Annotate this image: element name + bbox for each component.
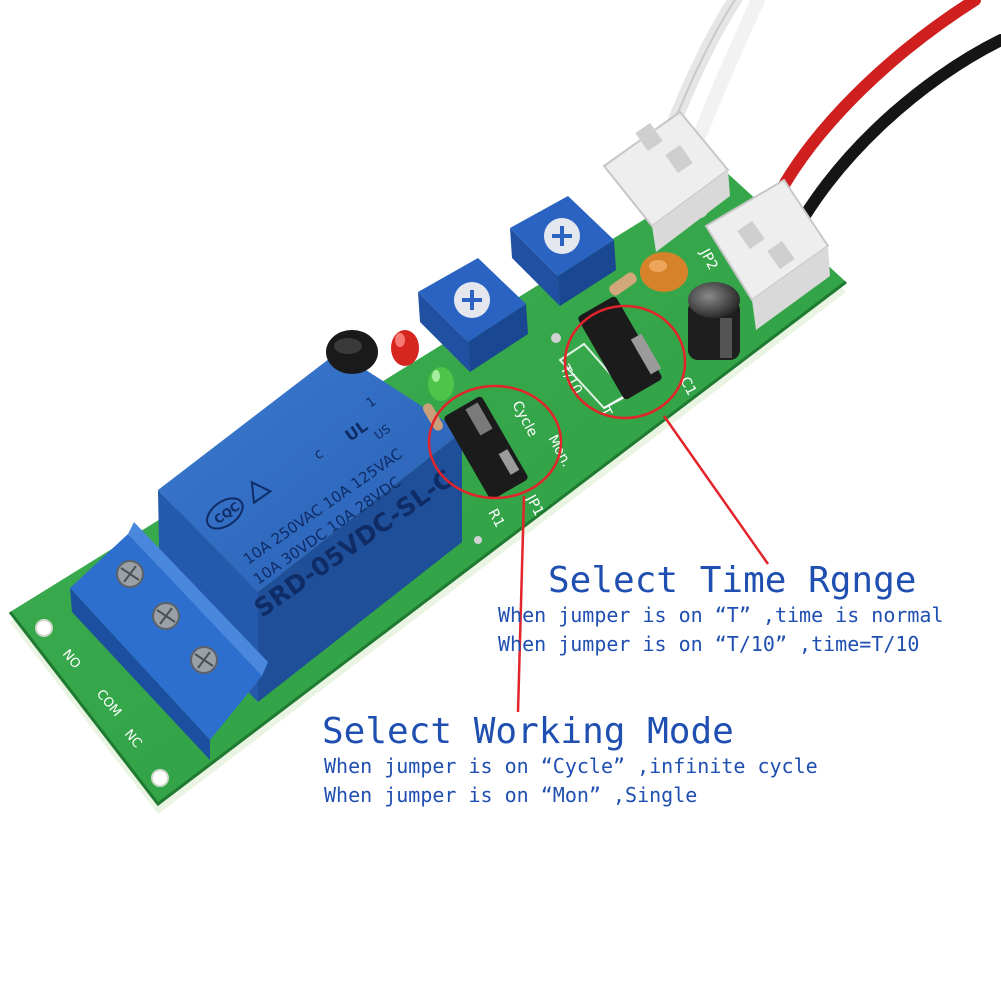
screw-terminal-block (70, 522, 268, 760)
relay: CQC 10A 250VAC 10A 125VAC 10A 30VDC 10A … (158, 352, 462, 702)
time-jumper-callout-ring (563, 304, 687, 420)
mounting-hole (35, 619, 53, 637)
working-mode-callout: Select Working Mode When jumper is on “C… (322, 712, 818, 810)
jst-connector (602, 110, 730, 252)
potentiometer (510, 196, 616, 306)
time-range-line-2: When jumper is on “T/10” ,time=T/10 (498, 632, 920, 656)
time-range-line-1: When jumper is on “T” ,time is normal (498, 603, 944, 627)
time-pointer-line (662, 415, 770, 565)
potentiometer (418, 258, 528, 372)
working-mode-line-2: When jumper is on “Mon” ,Single (324, 783, 698, 807)
mounting-hole (151, 769, 169, 787)
working-mode-title: Select Working Mode (322, 711, 734, 752)
mode-pointer-line (516, 495, 526, 713)
time-range-title: Select Time Rgnge (548, 560, 917, 601)
silkscreen-r1: R1 (484, 506, 507, 530)
mode-jumper-callout-ring (427, 384, 563, 500)
terminal-screw (190, 646, 218, 674)
ceramic-capacitor (640, 252, 688, 292)
red-led (391, 330, 419, 366)
jst-connector (704, 178, 830, 330)
green-led (428, 367, 454, 401)
terminal-screw (152, 602, 180, 630)
resistor (423, 272, 637, 431)
working-mode-line-1: When jumper is on “Cycle” ,infinite cycl… (324, 754, 818, 778)
transistor (326, 330, 378, 374)
time-range-callout: Select Time Rgnge When jumper is on “T” … (498, 560, 944, 659)
time-jumper (578, 296, 662, 400)
mode-jumper (444, 396, 528, 500)
electrolytic-capacitor (688, 282, 740, 360)
terminal-screw (116, 560, 144, 588)
